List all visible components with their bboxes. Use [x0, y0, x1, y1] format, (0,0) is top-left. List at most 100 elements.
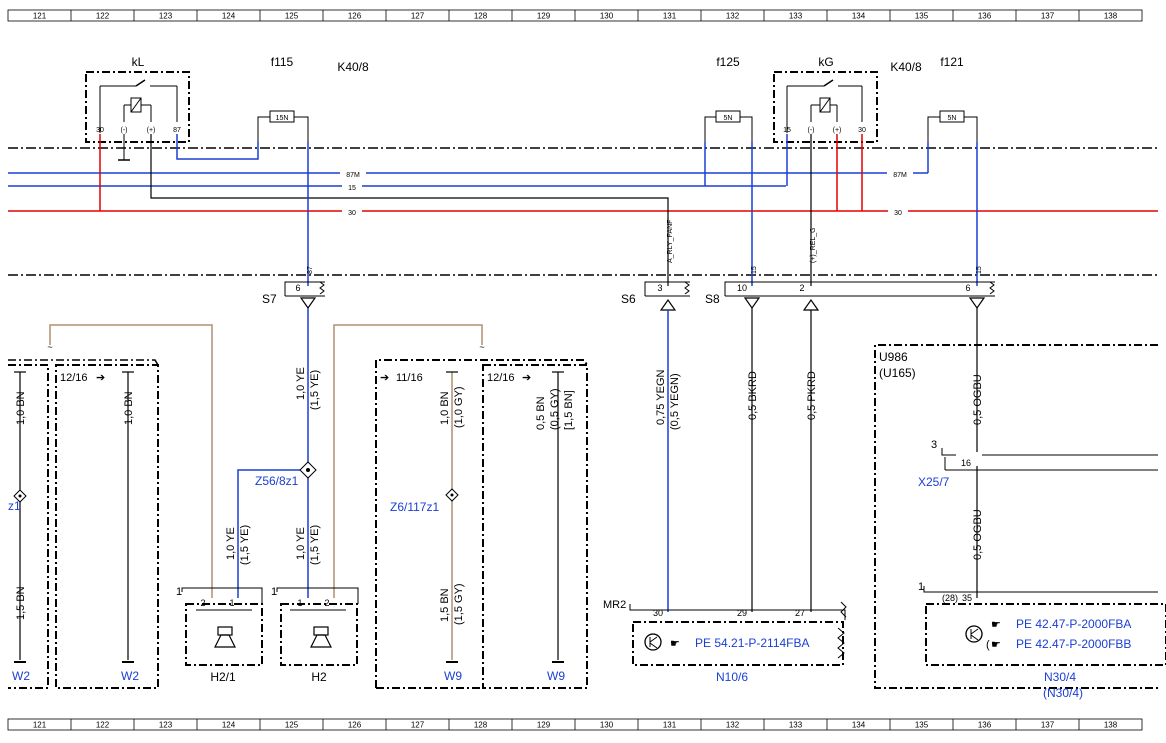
fuse-f121[interactable]: 5N	[927, 110, 978, 142]
signal-rel-g: (+)_REL_G	[810, 227, 817, 263]
horn-h2[interactable]: 1 1 2 H2	[271, 586, 359, 684]
horn-h21[interactable]: 1 2 1 H2/1	[176, 586, 263, 684]
connector-s6-label: S6	[621, 292, 636, 306]
wire-label: (0,5 YEGN)	[669, 373, 681, 430]
fuse-f115-label: f115	[271, 55, 294, 69]
ruler-cell: 138	[1104, 12, 1118, 21]
connector-s6[interactable]: 3 S6	[621, 281, 690, 311]
module-u165-label: (U165)	[879, 366, 916, 380]
ruler-cell: 128	[474, 12, 488, 21]
relay-kl[interactable]: kL 30 (-) (+) 87	[85, 55, 190, 143]
pin-label: 10	[737, 283, 747, 293]
module-u986	[874, 344, 1158, 689]
connector-s8-label: S8	[705, 292, 720, 306]
pin-label: (+)	[147, 127, 156, 134]
reference-hand-icon: ☛	[991, 639, 1001, 651]
pin-label: 35	[962, 593, 972, 603]
relay-k40-label-right: K40/8	[890, 60, 922, 74]
connector-x25[interactable]: 3 16 X25/7	[918, 439, 1158, 489]
wire-label: 1,0 BN	[15, 391, 27, 425]
wire-label: 0,5 OGBU	[972, 374, 984, 425]
pin-label: 30	[96, 127, 104, 134]
module-n10[interactable]: MR2 30 29 27 ☛ PE 54.21-P-2114FBA N10/6	[603, 599, 847, 684]
connector-s7-label: S7	[262, 292, 277, 306]
signal-87: 87	[307, 266, 314, 274]
pin-label: 30	[858, 127, 866, 134]
ruler-cell: 134	[852, 721, 866, 730]
splice-z56: Z56/8z1	[255, 474, 299, 488]
wire-label: 1,0 YE	[295, 527, 307, 560]
fuse-rating: 15N	[276, 115, 289, 122]
tilde: ~	[479, 342, 484, 352]
relay-kl-label: kL	[132, 55, 145, 69]
ruler-cell: 122	[96, 12, 110, 21]
wire-label: (1,5 YE)	[239, 525, 251, 565]
ground-w2: W2	[12, 669, 30, 683]
wire-label: 1,5 BN	[439, 588, 451, 622]
ground-w9: W9	[547, 669, 565, 683]
reference-link[interactable]: PE 42.47-P-2000FBA	[1016, 617, 1131, 631]
module-box-left	[55, 364, 159, 689]
fuse-f121-label: f121	[940, 55, 964, 69]
pin-label: 29	[737, 608, 747, 618]
pin-label: 1	[918, 581, 924, 593]
module-n10-label: N10/6	[716, 670, 748, 684]
ruler-cell: 132	[726, 721, 740, 730]
module-n30[interactable]: 1 (28) 35 ☛ PE 42.47-P-2000FBA ( ☛ PE 42…	[918, 581, 1166, 700]
wire-label: (1,5 YE)	[309, 370, 321, 410]
pin-label: 15	[783, 127, 791, 134]
wire-label: 1,5 BN	[15, 586, 27, 620]
ground-w9: W9	[444, 669, 462, 683]
signal-15: 15	[751, 266, 758, 274]
arrow-right-icon: ➔	[522, 372, 531, 384]
ground-w2: W2	[121, 669, 139, 683]
fuse-rating: 5N	[724, 115, 733, 122]
module-n30-label: N30/4	[1044, 670, 1076, 684]
bus-30-label-right: 30	[894, 210, 902, 217]
horn-h2-label: H2	[311, 670, 327, 684]
pin-label: 16	[961, 458, 971, 468]
ruler-cell: 126	[348, 721, 362, 730]
reference-link[interactable]: PE 42.47-P-2000FBB	[1016, 637, 1131, 651]
pin-label: (28)	[942, 593, 958, 603]
connector-s7[interactable]: 6 S7	[262, 281, 325, 310]
ruler-cell: 124	[222, 12, 236, 21]
pin-label: 1	[176, 586, 182, 598]
reference-link[interactable]: PE 54.21-P-2114FBA	[695, 636, 810, 650]
connector-mr2-label: MR2	[603, 599, 626, 611]
wire-label: [1,5 BN]	[563, 390, 575, 430]
ruler-cell: 135	[915, 12, 929, 21]
ruler-cell: 133	[789, 12, 803, 21]
ruler-cell: 127	[411, 721, 425, 730]
ruler-cell: 129	[537, 12, 551, 21]
ruler-cell: 127	[411, 12, 425, 21]
pin-label: 3	[931, 439, 937, 451]
bus-87m-label: 87M	[346, 172, 360, 179]
ruler-cell: 126	[348, 12, 362, 21]
relay-kg[interactable]: 15 (-) (+) 30	[773, 71, 878, 143]
arrow-right-icon: ➔	[96, 372, 105, 384]
wire-label: 1,0 YE	[225, 527, 237, 560]
splice-z1: z1	[8, 499, 21, 513]
ruler-cell: 131	[663, 12, 677, 21]
pin-label: 1	[271, 586, 277, 598]
ruler-cell: 123	[159, 721, 173, 730]
relay-k40-label-left: K40/8	[337, 60, 369, 74]
module-box-right	[482, 364, 588, 689]
connector-s8[interactable]: 10 2 6 S8	[705, 281, 995, 311]
wire-label: 0,5 BN	[535, 396, 547, 430]
wire-label: (1,0 GY)	[453, 386, 465, 428]
pin-label: 6	[965, 283, 970, 293]
fuse-f125[interactable]: 5N	[704, 110, 753, 142]
ruler-cell: 132	[726, 12, 740, 21]
ruler-cell: 125	[285, 12, 299, 21]
fuse-f115[interactable]: 15N	[257, 110, 309, 142]
ruler-cell: 129	[537, 721, 551, 730]
wire-label: (1,5 YE)	[309, 525, 321, 565]
ruler-cell: 134	[852, 12, 866, 21]
ruler-cell: 121	[33, 721, 47, 730]
ruler-cell: 135	[915, 721, 929, 730]
ruler-cell: 131	[663, 721, 677, 730]
